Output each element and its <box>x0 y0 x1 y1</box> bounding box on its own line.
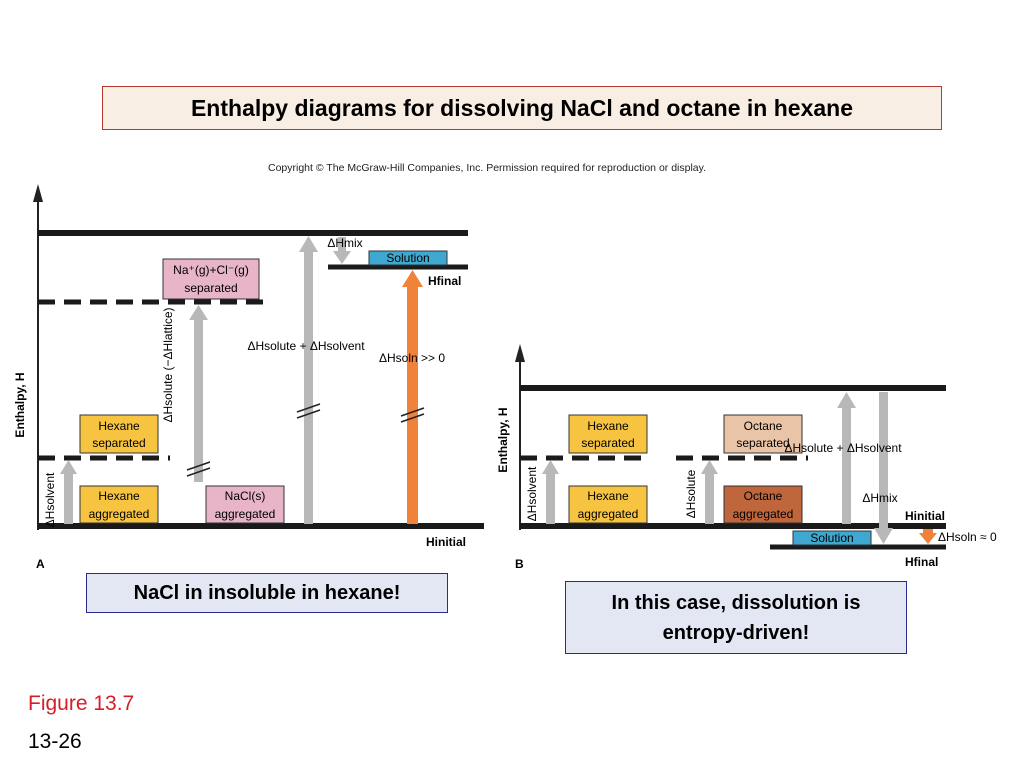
arrow-dh-soln-b <box>919 529 937 544</box>
label-h-final-b: Hfinal <box>905 555 938 569</box>
svg-text:separated: separated <box>736 436 789 450</box>
svg-text:Octane: Octane <box>744 489 783 503</box>
arrow-dh-mix-a <box>333 237 351 264</box>
arrow-dh-mix-b <box>874 392 893 544</box>
diagram-a: Enthalpy, H <box>13 184 484 571</box>
label-dh-solute-solvent-b: ΔHsolute + ΔHsolvent <box>784 441 902 455</box>
page-number: 13-26 <box>28 730 82 753</box>
svg-text:Hexane: Hexane <box>587 419 629 433</box>
svg-text:Solution: Solution <box>810 531 853 545</box>
slide-title: Enthalpy diagrams for dissolving NaCl an… <box>102 86 942 130</box>
label-dh-mix-b: ΔHmix <box>862 491 897 505</box>
y-axis-label-a: Enthalpy, H <box>13 372 27 437</box>
label-h-final-a: Hfinal <box>428 274 461 288</box>
arrow-dh-solute-solvent-b <box>837 392 856 524</box>
svg-text:Na⁺(g)+Cl⁻(g): Na⁺(g)+Cl⁻(g) <box>173 263 249 277</box>
svg-text:Hexane: Hexane <box>98 489 140 503</box>
svg-text:aggregated: aggregated <box>578 507 639 521</box>
slide-title-text: Enthalpy diagrams for dissolving NaCl an… <box>190 94 854 121</box>
arrow-dh-solute-solvent-a <box>296 236 321 524</box>
y-axis-label-b: Enthalpy, H <box>496 407 510 472</box>
svg-text:Hexane: Hexane <box>587 489 629 503</box>
box-hexane-aggregated-b: Hexane aggregated <box>568 485 648 524</box>
note-nacl-insoluble: NaCl in insoluble in hexane! <box>86 573 448 613</box>
arrow-dh-solute-b <box>701 460 718 524</box>
arrow-dh-solvent-a <box>60 460 77 524</box>
label-h-initial-b: Hinitial <box>905 509 945 523</box>
svg-text:Solution: Solution <box>386 251 429 265</box>
box-solution-b: Solution <box>792 530 872 546</box>
label-dh-mix-a: ΔHmix <box>327 236 362 250</box>
figure-label: Figure 13.7 <box>28 692 135 715</box>
arrow-dh-soln-a <box>400 270 425 524</box>
box-ions-separated-a: Na⁺(g)+Cl⁻(g) separated <box>162 258 260 300</box>
label-dh-solute-b: ΔHsolute <box>684 469 698 518</box>
y-axis-arrow-a <box>33 184 43 202</box>
box-nacl-aggregated-a: NaCl(s) aggregated <box>205 485 285 524</box>
diagram-b: Enthalpy, H Hexane <box>496 344 997 571</box>
y-axis-arrow-b <box>515 344 525 362</box>
svg-text:Octane: Octane <box>744 419 783 433</box>
label-dh-solute-lattice-a: ΔHsolute (−ΔHlattice) <box>161 307 175 422</box>
note-entropy-line-2: entropy-driven! <box>662 621 810 644</box>
label-dh-solute-solvent-a: ΔHsolute + ΔHsolvent <box>247 339 365 353</box>
panel-label-a: A <box>36 557 45 571</box>
label-h-initial-a: Hinitial <box>426 535 466 549</box>
label-dh-solvent-a: ΔHsolvent <box>43 472 57 527</box>
arrow-dh-solvent-b <box>542 460 559 524</box>
box-hexane-aggregated-a: Hexane aggregated <box>79 485 159 524</box>
label-dh-solvent-b: ΔHsolvent <box>525 466 539 521</box>
note-entropy-driven: In this case, dissolution is entropy-dri… <box>565 581 907 654</box>
svg-text:aggregated: aggregated <box>215 507 276 521</box>
note-entropy-line-1: In this case, dissolution is <box>611 591 861 614</box>
svg-text:aggregated: aggregated <box>733 507 794 521</box>
box-hexane-separated-b: Hexane separated <box>568 414 648 454</box>
note-nacl-insoluble-text: NaCl in insoluble in hexane! <box>133 581 401 604</box>
box-octane-aggregated-b: Octane aggregated <box>723 485 803 524</box>
svg-text:aggregated: aggregated <box>89 507 150 521</box>
box-octane-separated-b: Octane separated <box>723 414 803 454</box>
svg-text:NaCl(s): NaCl(s) <box>225 489 266 503</box>
box-hexane-separated-a: Hexane separated <box>79 414 159 454</box>
arrow-dh-solute-a <box>186 305 211 482</box>
label-dh-soln-b: ΔHsoln ≈ 0 <box>938 530 997 544</box>
panel-label-b: B <box>515 557 524 571</box>
box-solution-a: Solution <box>368 250 448 266</box>
svg-text:separated: separated <box>581 436 634 450</box>
svg-text:separated: separated <box>184 281 237 295</box>
label-dh-soln-a: ΔHsoln >> 0 <box>379 351 445 365</box>
svg-text:separated: separated <box>92 436 145 450</box>
copyright-notice: Copyright © The McGraw-Hill Companies, I… <box>268 162 707 174</box>
svg-text:Hexane: Hexane <box>98 419 140 433</box>
